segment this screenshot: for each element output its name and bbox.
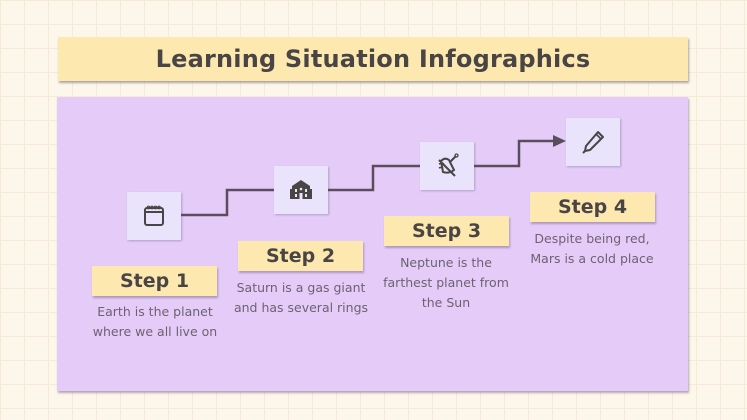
step-3-icon-box xyxy=(420,142,474,190)
step-1-description: Earth is the planet where we all live on xyxy=(92,304,218,339)
step-3-label: Step 3 xyxy=(384,216,509,246)
pen-icon xyxy=(582,131,604,154)
calendar-icon xyxy=(144,205,164,226)
school-building-icon xyxy=(290,180,312,199)
step-2-description: Saturn is a gas giant and has several ri… xyxy=(233,280,369,315)
step-3-description: Neptune is the farthest planet from the … xyxy=(383,255,509,310)
step-4-description: Despite being red, Mars is a cold place xyxy=(530,231,654,266)
page-title: Learning Situation Infographics xyxy=(155,45,591,73)
step-4-icon-box xyxy=(566,118,620,166)
step-1-icon-box xyxy=(127,192,181,240)
bell-off-icon xyxy=(438,153,459,177)
title-banner: Learning Situation Infographics xyxy=(58,37,688,81)
step-2-icon-box xyxy=(274,166,328,214)
step-1-label: Step 1 xyxy=(92,266,217,296)
step-4-label: Step 4 xyxy=(530,192,655,222)
step-2-label: Step 2 xyxy=(238,241,363,271)
